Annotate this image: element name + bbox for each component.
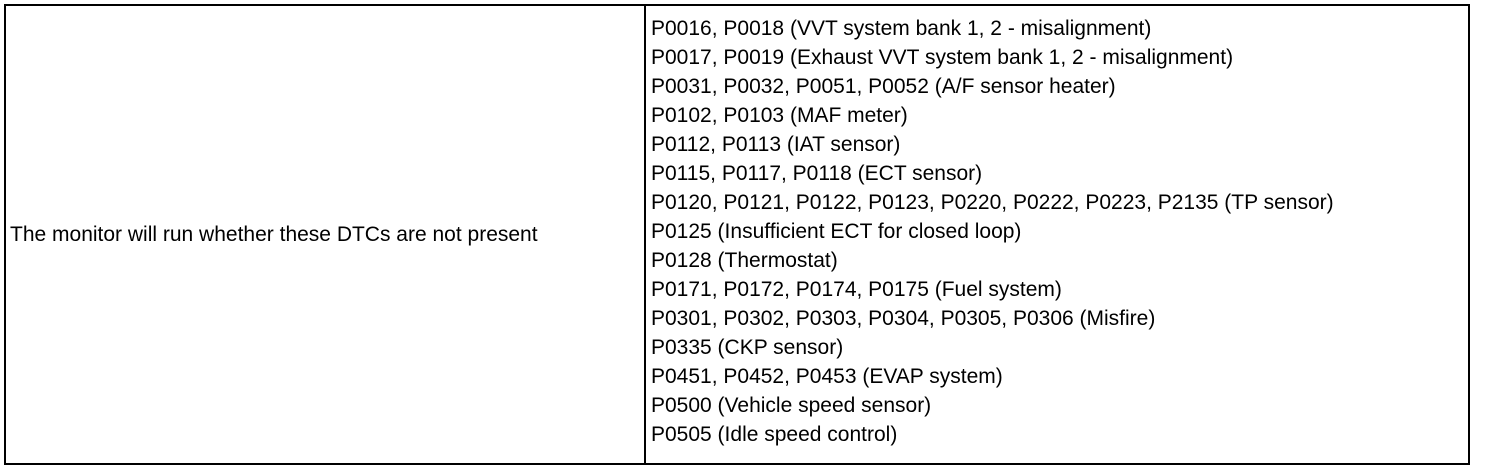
dtc-list-cell: P0016, P0018 (VVT system bank 1, 2 - mis… (646, 6, 1468, 463)
dtc-line: P0335 (CKP sensor) (651, 336, 844, 359)
dtc-line: P0505 (Idle speed control) (651, 423, 898, 446)
dtc-line: P0120, P0121, P0122, P0123, P0220, P0222… (651, 191, 1334, 214)
dtc-line: P0112, P0113 (IAT sensor) (651, 133, 901, 156)
dtc-line: P0451, P0452, P0453 (EVAP system) (651, 365, 1003, 388)
condition-label-cell: The monitor will run whether these DTCs … (6, 6, 646, 463)
dtc-line: P0301, P0302, P0303, P0304, P0305, P0306… (651, 307, 1156, 330)
dtc-line: P0171, P0172, P0174, P0175 (Fuel system) (651, 278, 1062, 301)
dtc-table: The monitor will run whether these DTCs … (4, 4, 1470, 465)
dtc-line: P0017, P0019 (Exhaust VVT system bank 1,… (651, 46, 1234, 69)
dtc-line: P0128 (Thermostat) (651, 249, 838, 272)
condition-label: The monitor will run whether these DTCs … (10, 223, 538, 246)
dtc-line: P0500 (Vehicle speed sensor) (651, 394, 932, 417)
dtc-line: P0115, P0117, P0118 (ECT sensor) (651, 162, 983, 185)
dtc-line: P0031, P0032, P0051, P0052 (A/F sensor h… (651, 75, 1116, 98)
dtc-line: P0016, P0018 (VVT system bank 1, 2 - mis… (651, 17, 1152, 40)
dtc-line: P0125 (Insufficient ECT for closed loop) (651, 220, 1022, 243)
dtc-line: P0102, P0103 (MAF meter) (651, 104, 908, 127)
